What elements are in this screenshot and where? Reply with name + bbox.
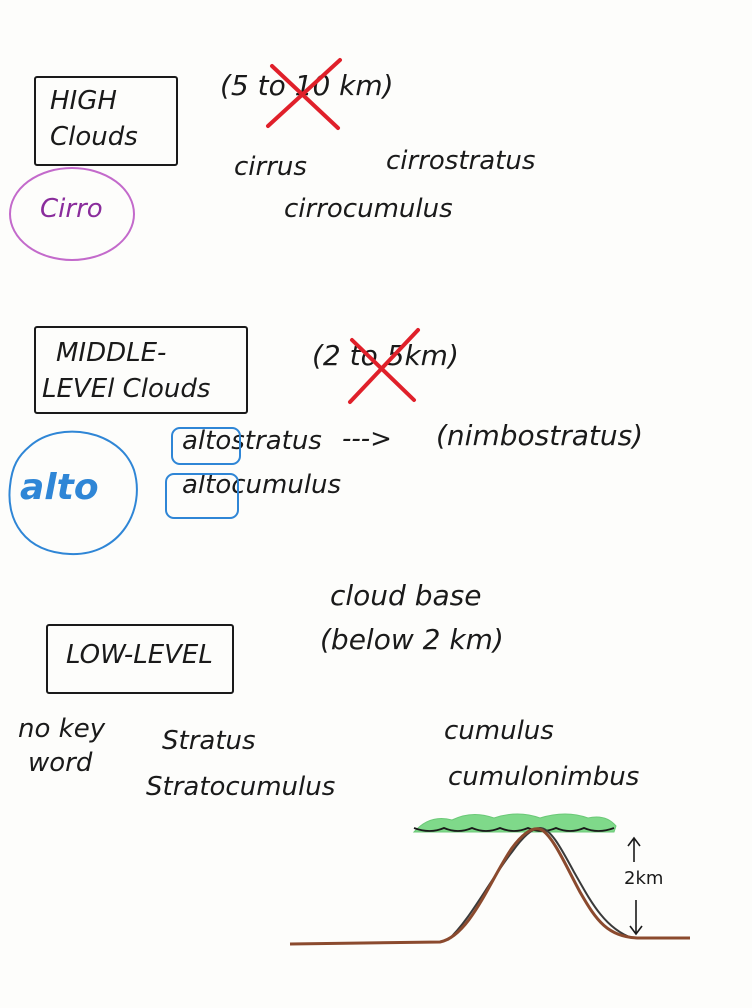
high-clouds-box (34, 76, 178, 166)
cloud-base-icon (412, 813, 617, 833)
height-label: 2km (624, 868, 664, 889)
low-level-box (46, 624, 234, 694)
cloud-base-line (413, 827, 615, 832)
cirro-circle-icon (9, 167, 135, 261)
height-arrow-icon (627, 836, 643, 936)
rising-air-line (447, 826, 633, 941)
middle-clouds-title-2: LEVEl Clouds (42, 374, 211, 404)
cloud-type-stratus: Stratus (162, 726, 256, 756)
middle-arrow: ---> (342, 424, 392, 454)
middle-range-cross-icon (348, 328, 420, 404)
ground-hill (289, 827, 690, 946)
cloud-type-nimbostratus: (nimbostratus) (436, 419, 644, 452)
high-clouds-range: (5 to 10 km) (220, 69, 394, 102)
cloud-type-cumulus: cumulus (444, 716, 554, 746)
middle-clouds-box (34, 326, 248, 414)
alto-prefix: alto (20, 467, 99, 508)
cirro-prefix: Cirro (40, 194, 103, 224)
cloud-type-cirrus: cirrus (234, 152, 307, 182)
cloud-type-cirrocumulus: cirrocumulus (284, 194, 453, 224)
high-range-cross-icon (266, 58, 342, 130)
cloud-base-label-1: cloud base (330, 579, 482, 612)
cloud-type-cirrostratus: cirrostratus (386, 146, 536, 176)
no-key-word-1: no key (18, 714, 106, 744)
cloud-type-cumulonimbus: cumulonimbus (448, 762, 640, 792)
cloud-type-stratocumulus: Stratocumulus (146, 772, 336, 802)
alto-highlight-box-1 (171, 427, 241, 465)
cloud-type-altocumulus: altocumulus (182, 470, 342, 500)
middle-clouds-title-1: MIDDLE- (56, 338, 167, 368)
no-key-word-2: word (28, 748, 93, 778)
high-clouds-title-1: HIGH (50, 86, 117, 116)
cloud-type-altostratus: altostratus (182, 426, 322, 456)
alto-outline-icon (8, 430, 138, 556)
low-level-title: LOW-LEVEL (66, 640, 213, 670)
high-clouds-title-2: Clouds (50, 122, 138, 152)
cloud-base-label-2: (below 2 km) (320, 623, 504, 656)
alto-highlight-box-2 (165, 473, 239, 519)
